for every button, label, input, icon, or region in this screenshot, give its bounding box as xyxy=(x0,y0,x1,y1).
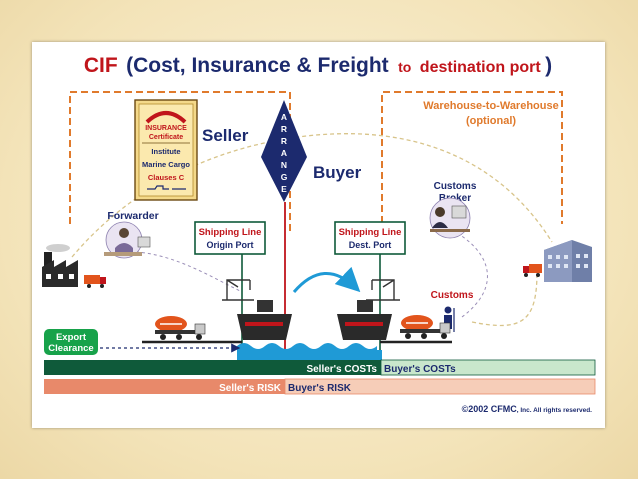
shipping-line-origin-box: Shipping Line Origin Port xyxy=(194,221,266,255)
sellers-risk-label: Seller's RISK xyxy=(219,383,282,394)
arrange-letter: E xyxy=(281,184,287,194)
buyers-costs-bar xyxy=(380,359,596,376)
arrange-letter: R xyxy=(281,136,287,146)
customs-label: Customs xyxy=(431,290,474,301)
arrange-letter: A xyxy=(281,148,287,158)
cif-diagram: CIF (Cost, Insurance & Freight to destin… xyxy=(42,54,596,414)
delivery-route-line xyxy=(471,271,538,327)
insurance-subtitle: Certificate xyxy=(149,134,183,141)
export-container-truck-icon xyxy=(155,316,206,340)
arrange-letter: G xyxy=(281,172,288,182)
buyer-label: Buyer xyxy=(313,163,362,182)
arrange-letter: N xyxy=(281,160,287,170)
page-title: CIF (Cost, Insurance & Freight to destin… xyxy=(84,54,552,77)
buyers-risk-bar xyxy=(284,378,596,395)
insurance-body-line-3: Clauses C xyxy=(148,173,185,182)
warehouse-building-icon xyxy=(544,240,592,282)
arrange-diamond xyxy=(261,100,307,202)
export-clearance-line-2: Clearance xyxy=(48,343,93,354)
shipping-dest-line-1: Shipping Line xyxy=(339,227,402,238)
buyers-costs-label: Buyer's COSTs xyxy=(384,364,456,375)
sellers-costs-bar xyxy=(44,360,381,375)
warehouse-to-warehouse-label: Warehouse-to-Warehouse xyxy=(423,100,558,112)
insurance-body-line-1: Institute xyxy=(151,147,180,156)
forwarder-route-line xyxy=(111,250,243,293)
shipping-origin-line-1: Shipping Line xyxy=(199,227,262,238)
broker-route-line xyxy=(451,229,488,318)
sellers-costs-label: Seller's COSTs xyxy=(306,364,377,375)
cif-diagram-slide: CIF (Cost, Insurance & Freight to destin… xyxy=(32,42,605,428)
insurance-title: INSURANCE xyxy=(145,125,187,132)
shipping-line-dest-box: Shipping Line Dest. Port xyxy=(334,221,406,255)
water-body xyxy=(237,350,382,360)
dest-crane-icon xyxy=(366,279,400,301)
copyright-notice: ©2002 CFMC, Inc. All rights reserved. xyxy=(462,404,593,414)
forwarder-icon xyxy=(104,221,151,259)
arrange-letter: A xyxy=(281,112,287,122)
export-clearance-badge: Export Clearance xyxy=(44,329,98,355)
ship-transfer-arrow xyxy=(292,266,361,293)
dest-ship-icon xyxy=(337,300,392,340)
buyer-responsibility-frame xyxy=(381,91,563,234)
origin-crane-icon xyxy=(222,279,254,301)
shipping-origin-line-2: Origin Port xyxy=(207,240,254,250)
customs-broker-label-1: Customs xyxy=(434,181,477,192)
factory-icon xyxy=(42,244,78,287)
insurance-certificate: INSURANCE Certificate Institute Marine C… xyxy=(134,99,198,201)
sellers-risk-bar xyxy=(44,379,285,394)
forwarder-label: Forwarder xyxy=(107,210,158,222)
destination-truck-icon xyxy=(523,264,542,277)
customs-broker-icon xyxy=(429,197,471,239)
import-container-truck-icon xyxy=(400,315,451,339)
arrange-letter: R xyxy=(281,124,287,134)
warehouse-optional-label: (optional) xyxy=(466,115,516,127)
origin-truck-icon xyxy=(84,275,106,288)
export-clearance-line-1: Export xyxy=(56,332,87,343)
insurance-body-line-2: Marine Cargo xyxy=(142,160,190,169)
origin-ship-icon xyxy=(237,300,292,340)
shipping-dest-line-2: Dest. Port xyxy=(349,240,392,250)
buyers-risk-label: Buyer's RISK xyxy=(288,383,352,394)
seller-label: Seller xyxy=(202,126,249,145)
arrange-letters: A R R A N G E xyxy=(281,112,288,194)
